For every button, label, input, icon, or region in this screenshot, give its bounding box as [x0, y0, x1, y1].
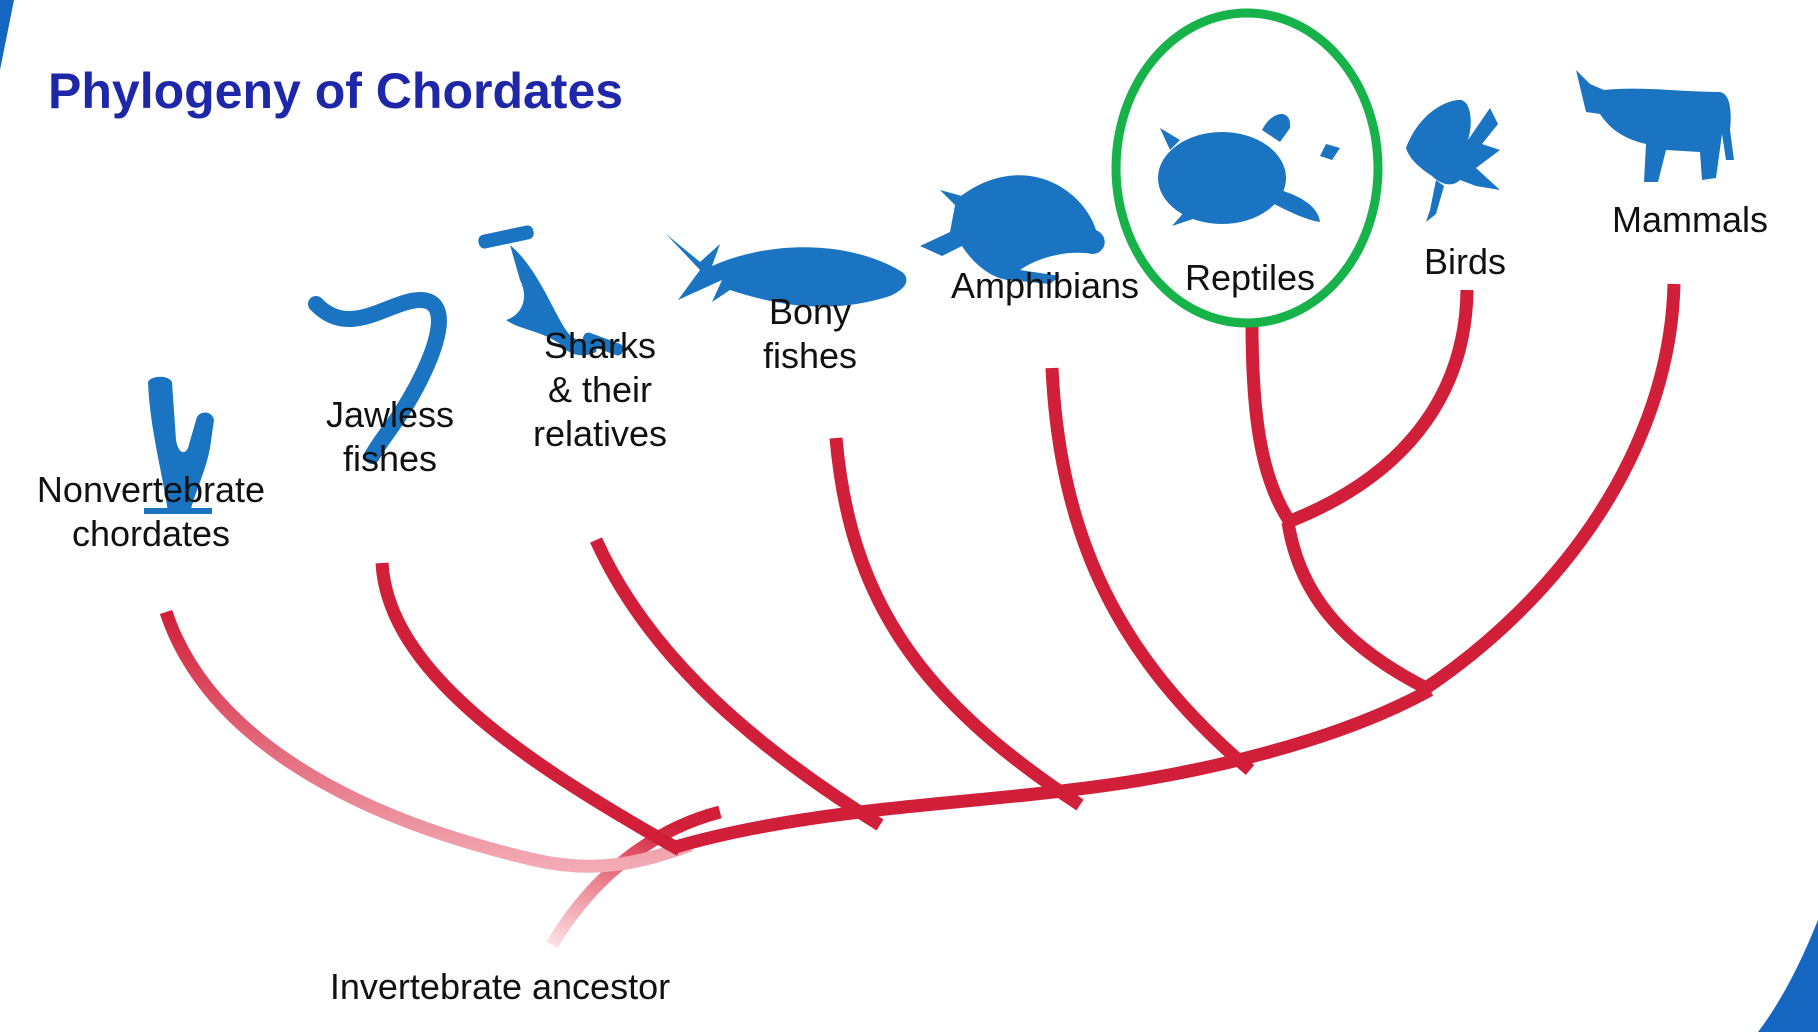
label-bony-fishes: Bony fishes — [730, 290, 890, 378]
label-sharks-and-relatives: Sharks & their relatives — [500, 324, 700, 456]
label-invertebrate-ancestor: Invertebrate ancestor — [250, 965, 750, 1009]
label-reptiles: Reptiles — [1150, 256, 1350, 300]
label-amphibians: Amphibians — [935, 264, 1155, 308]
label-birds: Birds — [1385, 240, 1545, 284]
branch-nonvertebrate — [166, 612, 690, 866]
turtle-icon — [1158, 114, 1340, 226]
branch-birds — [1288, 290, 1467, 522]
corner-swoosh-bottom-right — [1758, 920, 1818, 1032]
page-title: Phylogeny of Chordates — [48, 62, 623, 120]
cow-icon — [1576, 70, 1734, 182]
bird-icon — [1406, 100, 1500, 222]
branch-sauropsids — [1288, 522, 1430, 690]
label-jawless-fishes: Jawless fishes — [300, 393, 480, 481]
branch-spine — [672, 690, 1430, 848]
label-nonvertebrate-chordates: Nonvertebrate chordates — [6, 468, 296, 556]
branch-amphibians — [1052, 368, 1250, 770]
tree-branches — [166, 284, 1674, 945]
corner-swoosh-top-left — [0, 0, 14, 70]
branch-sharks — [596, 540, 880, 825]
label-mammals: Mammals — [1580, 198, 1800, 242]
branch-reptiles — [1252, 322, 1290, 522]
branch-bony — [836, 438, 1080, 805]
